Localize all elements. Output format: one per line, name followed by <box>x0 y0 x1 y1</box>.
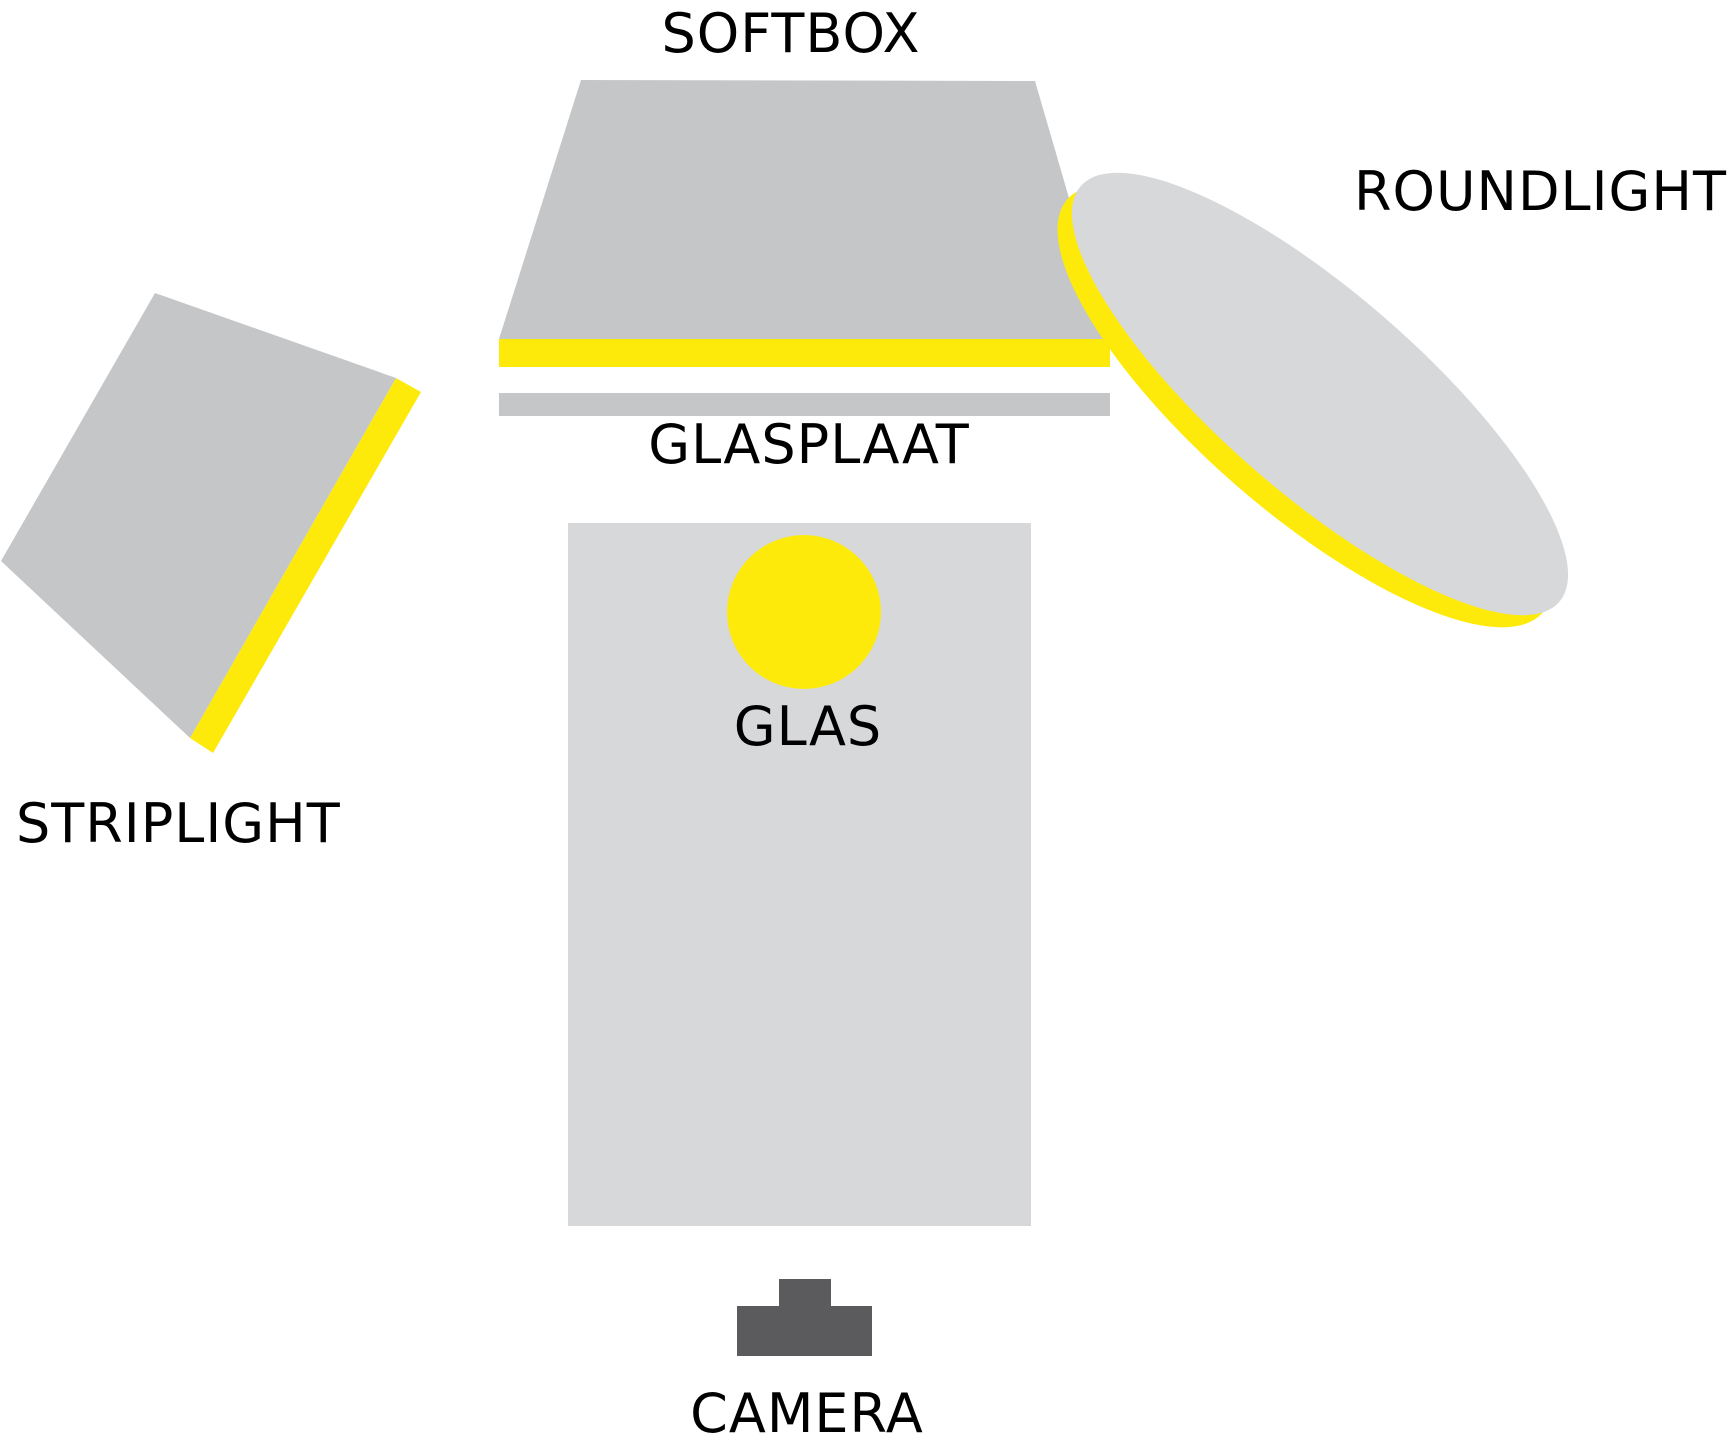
camera-body <box>737 1306 872 1356</box>
camera-top <box>779 1279 831 1307</box>
glass-subject <box>727 535 881 689</box>
roundlight-body <box>1071 172 1569 616</box>
glass-plate <box>499 393 1110 416</box>
camera-label: CAMERA <box>690 1382 924 1445</box>
glas-label: GLAS <box>734 695 882 758</box>
striplight-body <box>1 293 396 738</box>
glasplaat-label: GLASPLAAT <box>648 413 969 476</box>
softbox-body <box>499 80 1110 339</box>
softbox-label: SOFTBOX <box>661 2 920 65</box>
softbox-light-strip <box>499 339 1110 367</box>
roundlight-label: ROUNDLIGHT <box>1354 160 1727 223</box>
striplight <box>1 293 421 753</box>
roundlight <box>1057 172 1569 628</box>
softbox <box>499 80 1110 367</box>
striplight-light-strip <box>190 378 421 753</box>
camera-icon <box>737 1279 872 1356</box>
striplight-label: STRIPLIGHT <box>16 792 341 855</box>
